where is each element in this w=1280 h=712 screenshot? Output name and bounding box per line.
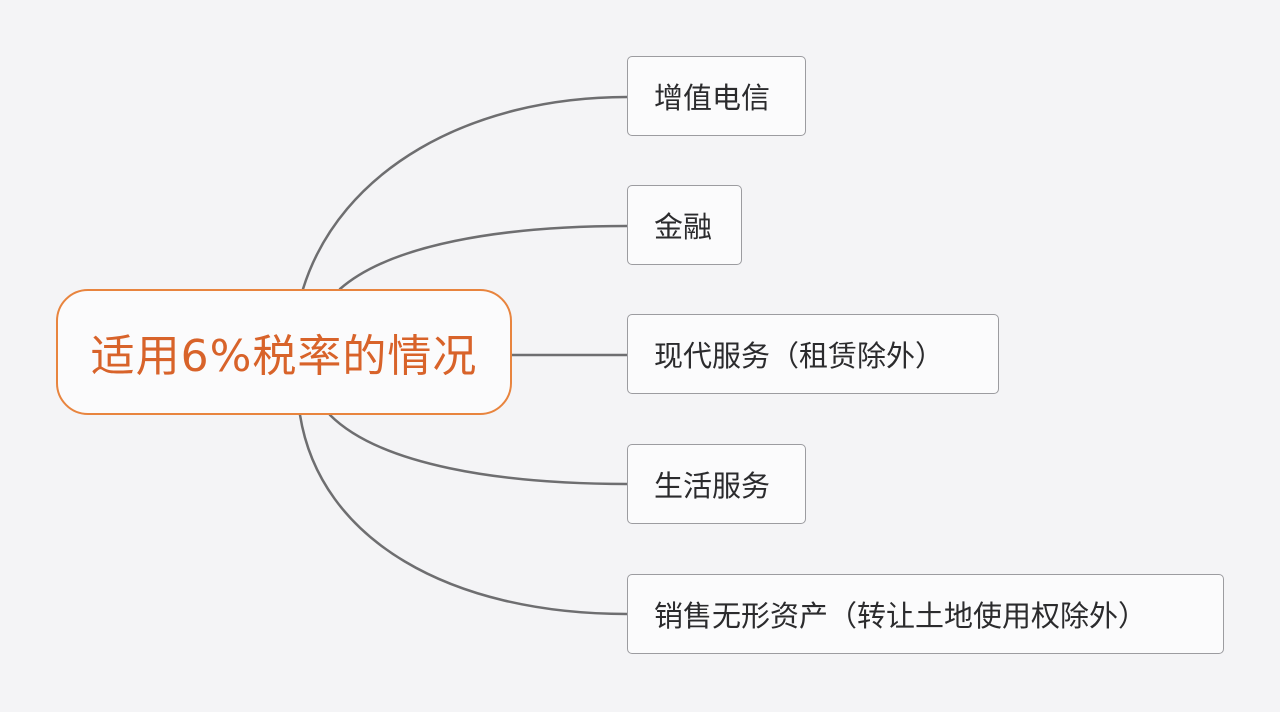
connector-to-branch-4: [328, 413, 629, 486]
connector-to-branch-2: [338, 224, 629, 291]
branch-topic-label: 现代服务（租赁除外）: [654, 339, 945, 373]
branch-topic-label: 金融: [654, 210, 713, 244]
branch-topic-label: 销售无形资产（转让土地使用权除外）: [654, 599, 1148, 633]
branch-topic-label: 增值电信: [654, 81, 771, 115]
connector-to-branch-1: [301, 95, 629, 291]
branch-topic-intangible-assets[interactable]: 销售无形资产（转让土地使用权除外）: [627, 574, 1224, 654]
branch-topic-modern-services[interactable]: 现代服务（租赁除外）: [627, 314, 999, 394]
connector-to-branch-5: [298, 413, 629, 616]
branch-topic-life-services[interactable]: 生活服务: [627, 444, 806, 524]
root-topic-label: 适用6%税率的情况: [90, 331, 478, 382]
branch-topic-value-added-telecom[interactable]: 增值电信: [627, 56, 806, 136]
branch-topic-finance[interactable]: 金融: [627, 185, 742, 265]
branch-topic-label: 生活服务: [654, 469, 771, 503]
root-topic[interactable]: 适用6%税率的情况: [56, 289, 512, 415]
